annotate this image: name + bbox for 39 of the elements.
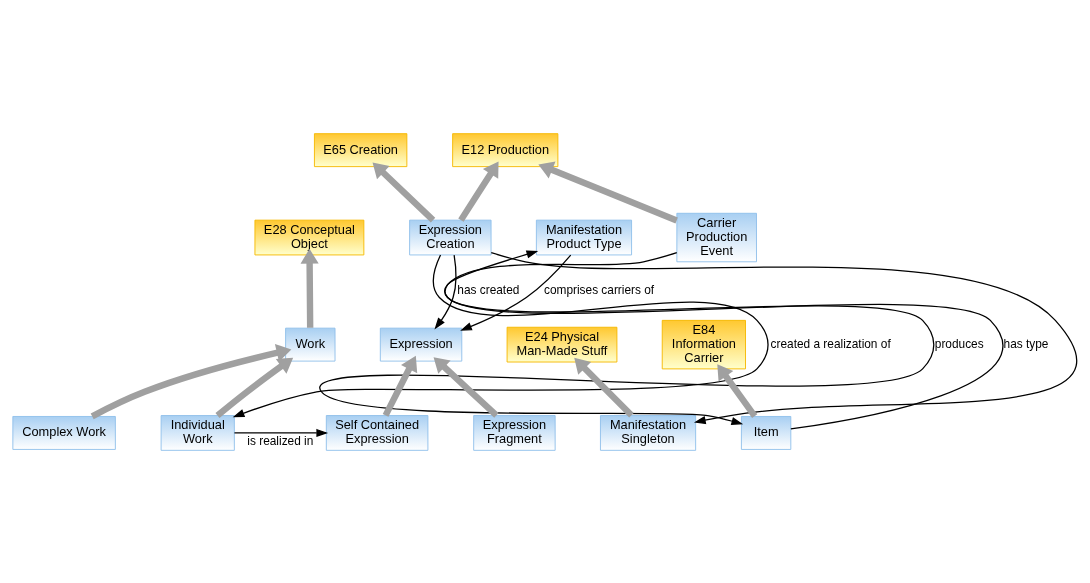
arrow [434,254,457,329]
node-box: E12 Production [452,132,559,167]
node-box: Work [285,327,336,362]
arrow [300,248,319,328]
arrow [490,251,1078,424]
arrow [321,251,935,425]
arrow [382,355,418,417]
arrow [233,428,329,437]
node-box: E28 Conceptual Object [254,219,365,255]
edge-label: created a realization of [770,336,891,351]
arrow [574,357,634,418]
node-box: Manifestation Product Type [535,219,632,255]
node-box: E84 Information Carrier [661,319,746,369]
node-box: E65 Creation [313,132,408,167]
node-box: Self Contained Expression [325,414,429,451]
edge-label: produces [934,336,984,351]
arrow [433,356,499,418]
edge-label: is realized in [247,433,314,448]
edge-label: comprises carriers of [543,282,655,297]
node-box: Carrier Production Event [676,212,757,262]
arrow [460,254,572,331]
arrow [458,161,499,222]
node-box: Manifestation Singleton [600,414,697,451]
arrow [90,343,292,419]
arrow [232,253,769,417]
node-box: E24 Physical Man-Made Stuff [506,326,618,362]
edge-label: has created [457,282,520,297]
arrow [372,161,436,222]
node-box: Expression [379,327,463,362]
node-box: Complex Work [12,415,116,450]
edge-label: has type [1003,336,1049,351]
node-box: Item [740,415,792,450]
node-box: Individual Work [160,414,235,451]
arrow [215,357,294,418]
arrow [538,161,678,223]
arrow [444,249,1004,430]
arrow [717,363,758,418]
node-box: Expression Fragment [473,414,556,451]
node-box: Expression Creation [409,219,492,255]
